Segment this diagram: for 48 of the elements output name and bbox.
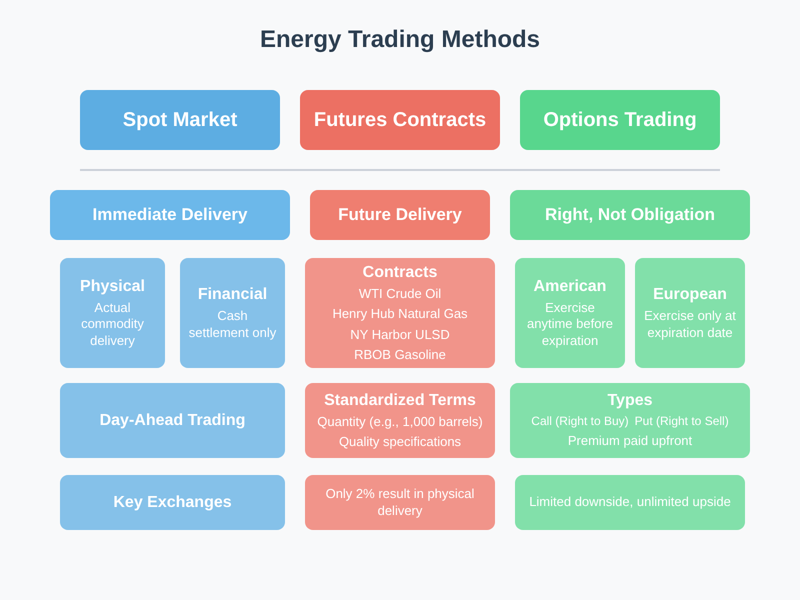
body-text: Cash settlement only — [188, 308, 277, 341]
heading-text: American — [534, 277, 606, 296]
body-text: Actual commodity delivery — [80, 300, 145, 349]
heading-text: Day-Ahead Trading — [100, 410, 246, 430]
category-box — [510, 190, 750, 240]
category-box — [180, 258, 285, 368]
category-box — [80, 90, 280, 150]
heading-text: Financial — [198, 285, 268, 304]
heading-text: Future Delivery — [338, 204, 462, 226]
heading-text: Standardized Terms — [324, 390, 476, 410]
category-box — [515, 475, 745, 530]
heading-text: Spot Market — [122, 108, 238, 132]
body-text: WTI Crude Oil — [358, 286, 442, 302]
heading-text: European — [653, 285, 727, 304]
heading-text: Types — [607, 391, 653, 410]
body-text: Quantity (e.g., 1,000 barrels) — [317, 414, 483, 430]
body-text: Exercise only at expiration date — [643, 308, 737, 341]
category-box — [515, 258, 625, 368]
body-text: Henry Hub Natural Gas — [332, 306, 468, 323]
heading-text: Options Trading — [543, 108, 697, 132]
body-text: Only 2% result in physical delivery — [324, 486, 476, 519]
category-box — [305, 258, 495, 368]
category-box — [635, 258, 745, 368]
heading-text: Physical — [80, 277, 145, 296]
body-text: Premium paid upfront — [568, 433, 692, 450]
heading-text: Futures Contracts — [314, 108, 486, 132]
category-box — [305, 383, 495, 458]
heading-text: Right, Not Obligation — [545, 204, 715, 226]
category-box — [60, 258, 165, 368]
category-box — [60, 383, 285, 458]
category-box — [510, 383, 750, 458]
heading-text: Contracts — [362, 262, 438, 282]
body-text: RBOB Gasoline — [354, 346, 446, 364]
heading-text: Immediate Delivery — [92, 204, 248, 226]
category-box — [60, 475, 285, 530]
title: Energy Trading Methods — [260, 26, 540, 54]
category-box — [300, 90, 500, 150]
body-text: Put (Right to Sell) — [634, 414, 729, 430]
category-box — [310, 190, 490, 240]
body-text: NY Harbor ULSD — [350, 326, 450, 343]
body-text: Quality specifications — [338, 434, 462, 450]
body-text: Call (Right to Buy) — [531, 414, 629, 430]
category-box — [520, 90, 720, 150]
heading-text: Key Exchanges — [113, 492, 232, 512]
category-box — [305, 475, 495, 530]
body-text: Limited downside, unlimited upside — [529, 494, 731, 511]
category-box — [50, 190, 290, 240]
body-text: Exercise anytime before expiration — [526, 300, 614, 349]
